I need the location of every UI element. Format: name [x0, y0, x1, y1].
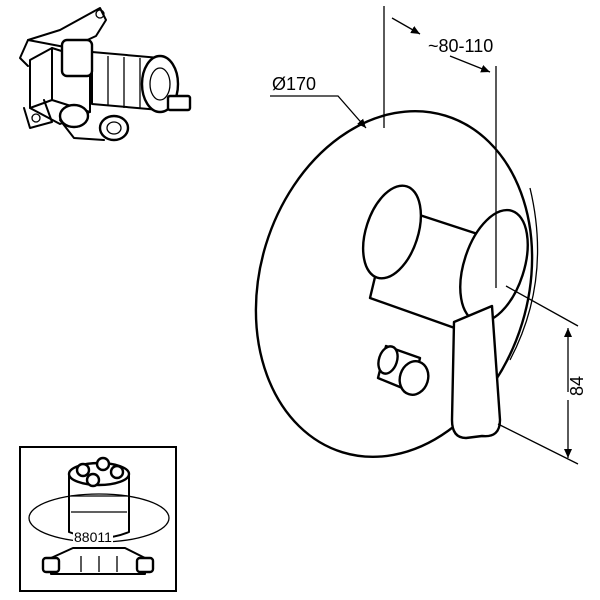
height-dimension: 84 [497, 285, 587, 465]
diverter-knob [376, 344, 430, 396]
height-label: 84 [567, 376, 587, 396]
diameter-dimension: Ø170 [270, 74, 367, 129]
projection-label: ~80-110 [428, 36, 493, 56]
valve-body-illustration [19, 7, 192, 142]
inset-part-number: 88011 [73, 529, 113, 545]
projection-dimension: ~80-110 [383, 6, 497, 288]
mixer-handle [361, 184, 529, 440]
diameter-label: Ø170 [272, 74, 316, 94]
rough-in-body-illustration [28, 456, 170, 575]
inset-rough-in-body: 88011 [19, 446, 177, 592]
